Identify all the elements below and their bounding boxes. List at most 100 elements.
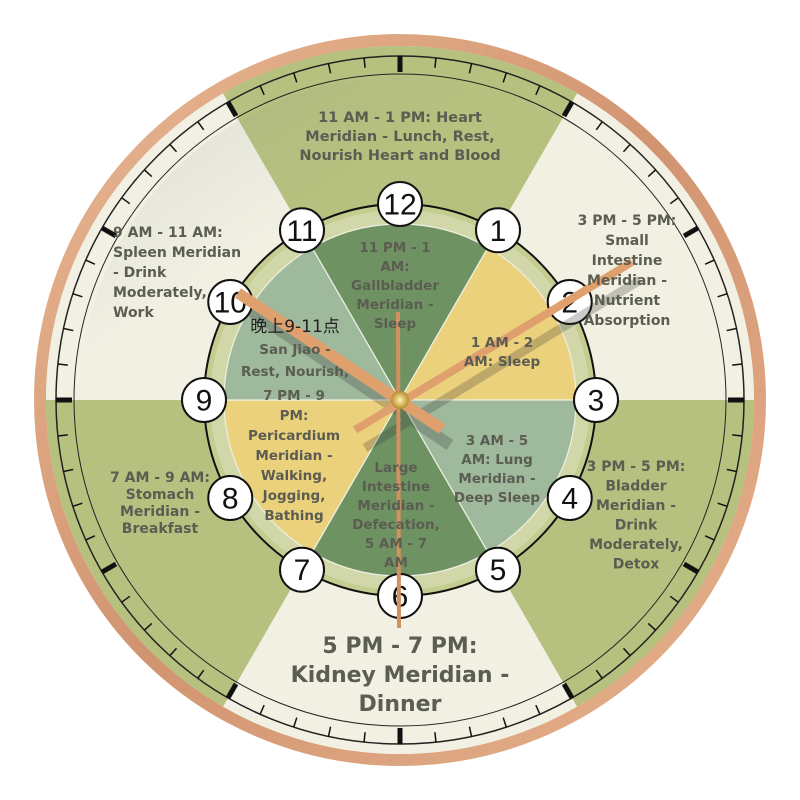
hour-number: 9 — [196, 385, 213, 418]
minor-tick — [327, 63, 332, 74]
outer-label-line: Meridian - — [596, 498, 676, 514]
minor-tick — [717, 502, 728, 508]
outer-label-line: Absorption — [584, 313, 671, 329]
outer-label-bottom: 5 PM - 7 PM:Kidney Meridian -Dinner — [291, 634, 510, 717]
outer-label-line: Nutrient — [594, 293, 661, 309]
hour-number: 3 — [588, 385, 605, 418]
minor-tick — [143, 622, 153, 631]
minor-tick — [726, 327, 737, 332]
outer-label-line: Small — [605, 233, 649, 249]
inner-label-line: Pericardium — [248, 428, 340, 444]
outer-label-line: Spleen Meridian — [113, 245, 241, 261]
outer-label-line: Stomach — [126, 487, 195, 503]
center-cap — [391, 391, 409, 409]
hour-number: 11 — [286, 215, 317, 248]
minor-tick — [647, 622, 657, 631]
inner-label-line: Walking, — [261, 468, 327, 484]
major-tick — [682, 225, 700, 239]
minor-tick — [704, 535, 715, 541]
inner-label-line: Intestine — [362, 479, 430, 495]
outer-label-upper-left: 9 AM - 11 AM: Spleen Meridian - DrinkModer… — [113, 225, 241, 321]
minor-tick — [72, 292, 83, 298]
hour-marker-5: 5 — [475, 546, 521, 593]
minor-tick — [259, 704, 265, 715]
outer-label-line: Meridian - Lunch, Rest, — [305, 129, 494, 145]
minor-tick — [622, 143, 631, 153]
minor-tick — [197, 669, 205, 679]
minor-tick — [72, 502, 83, 508]
minor-tick — [292, 717, 298, 728]
hour-number: 4 — [561, 483, 578, 516]
inner-label-line: 7 PM - 9 — [263, 388, 325, 404]
minor-tick — [468, 726, 473, 737]
major-tick — [100, 561, 118, 575]
inner-label-line: Meridian - — [357, 498, 434, 514]
hour-marker-1: 1 — [475, 207, 521, 254]
hour-marker-4: 4 — [546, 475, 593, 521]
hand-shadows — [246, 276, 643, 452]
inner-label-line: 晚上9-11点 — [250, 317, 340, 337]
minor-tick — [669, 595, 679, 603]
minor-tick — [595, 121, 603, 131]
hour-marker-circle — [279, 207, 325, 254]
outer-label-line: Meridian - — [587, 273, 667, 289]
minor-tick — [502, 717, 508, 728]
minor-tick — [169, 647, 178, 657]
inner-label-line: AM: Lung — [461, 452, 532, 468]
outer-label-line: Breakfast — [122, 521, 199, 537]
minor-tick — [197, 121, 205, 131]
minor-tick — [121, 595, 131, 603]
minor-tick — [434, 732, 437, 743]
outer-label-line: 7 AM - 9 AM: — [110, 470, 210, 486]
inner-label-line: Bathing — [264, 508, 323, 524]
inner-label-line: AM: — [380, 259, 409, 275]
inner-label-line: 3 AM - 5 — [466, 433, 528, 449]
hour-marker-circle — [181, 377, 227, 423]
hour-marker-circle — [279, 546, 325, 593]
outer-label-line: 11 AM - 1 PM: Heart — [318, 110, 482, 126]
hour-marker-7: 7 — [279, 546, 325, 593]
minor-tick — [732, 363, 743, 366]
minor-tick — [468, 63, 473, 74]
inner-label-line: San Jiao - — [259, 342, 330, 358]
minor-tick — [717, 292, 728, 298]
inner-label-line: Gallbladder — [351, 278, 439, 294]
minor-tick — [535, 704, 541, 715]
minor-tick — [647, 169, 657, 178]
inner-label-line: Large — [374, 460, 417, 476]
inner-label-line: AM: Sleep — [464, 354, 541, 370]
minor-tick — [327, 726, 332, 737]
outer-label-line: - Drink — [113, 265, 167, 281]
minor-tick — [292, 72, 298, 83]
hour-marker-3: 3 — [573, 377, 619, 423]
inner-label-line: AM — [384, 555, 408, 571]
outer-label-line: Work — [113, 305, 154, 321]
minor-tick — [363, 732, 366, 743]
outer-label-line: 5 PM - 7 PM: — [322, 634, 477, 659]
hour-marker-circle — [377, 181, 423, 227]
outer-label-line: Moderately, — [113, 285, 207, 301]
major-tick — [682, 561, 700, 575]
inner-label-line: 11 PM - 1 — [359, 240, 430, 256]
hour-numbers: 121234567891011 — [181, 181, 619, 619]
minor-tick — [169, 143, 178, 153]
minor-tick — [726, 468, 737, 473]
minor-tick — [63, 327, 74, 332]
minor-tick — [121, 197, 131, 205]
minor-tick — [595, 669, 603, 679]
hour-number: 7 — [294, 554, 311, 587]
inner-sectors — [223, 223, 577, 577]
hour-hand — [234, 288, 446, 434]
major-tick — [225, 682, 239, 700]
minor-tick — [57, 363, 68, 366]
hour-marker-9: 9 — [181, 377, 227, 423]
outer-label-line: 3 PM - 5 PM: — [578, 213, 677, 229]
outer-label-line: Kidney Meridian - — [291, 663, 510, 688]
hour-number: 12 — [383, 189, 416, 222]
outer-label-line: 9 AM - 11 AM: — [113, 225, 223, 241]
